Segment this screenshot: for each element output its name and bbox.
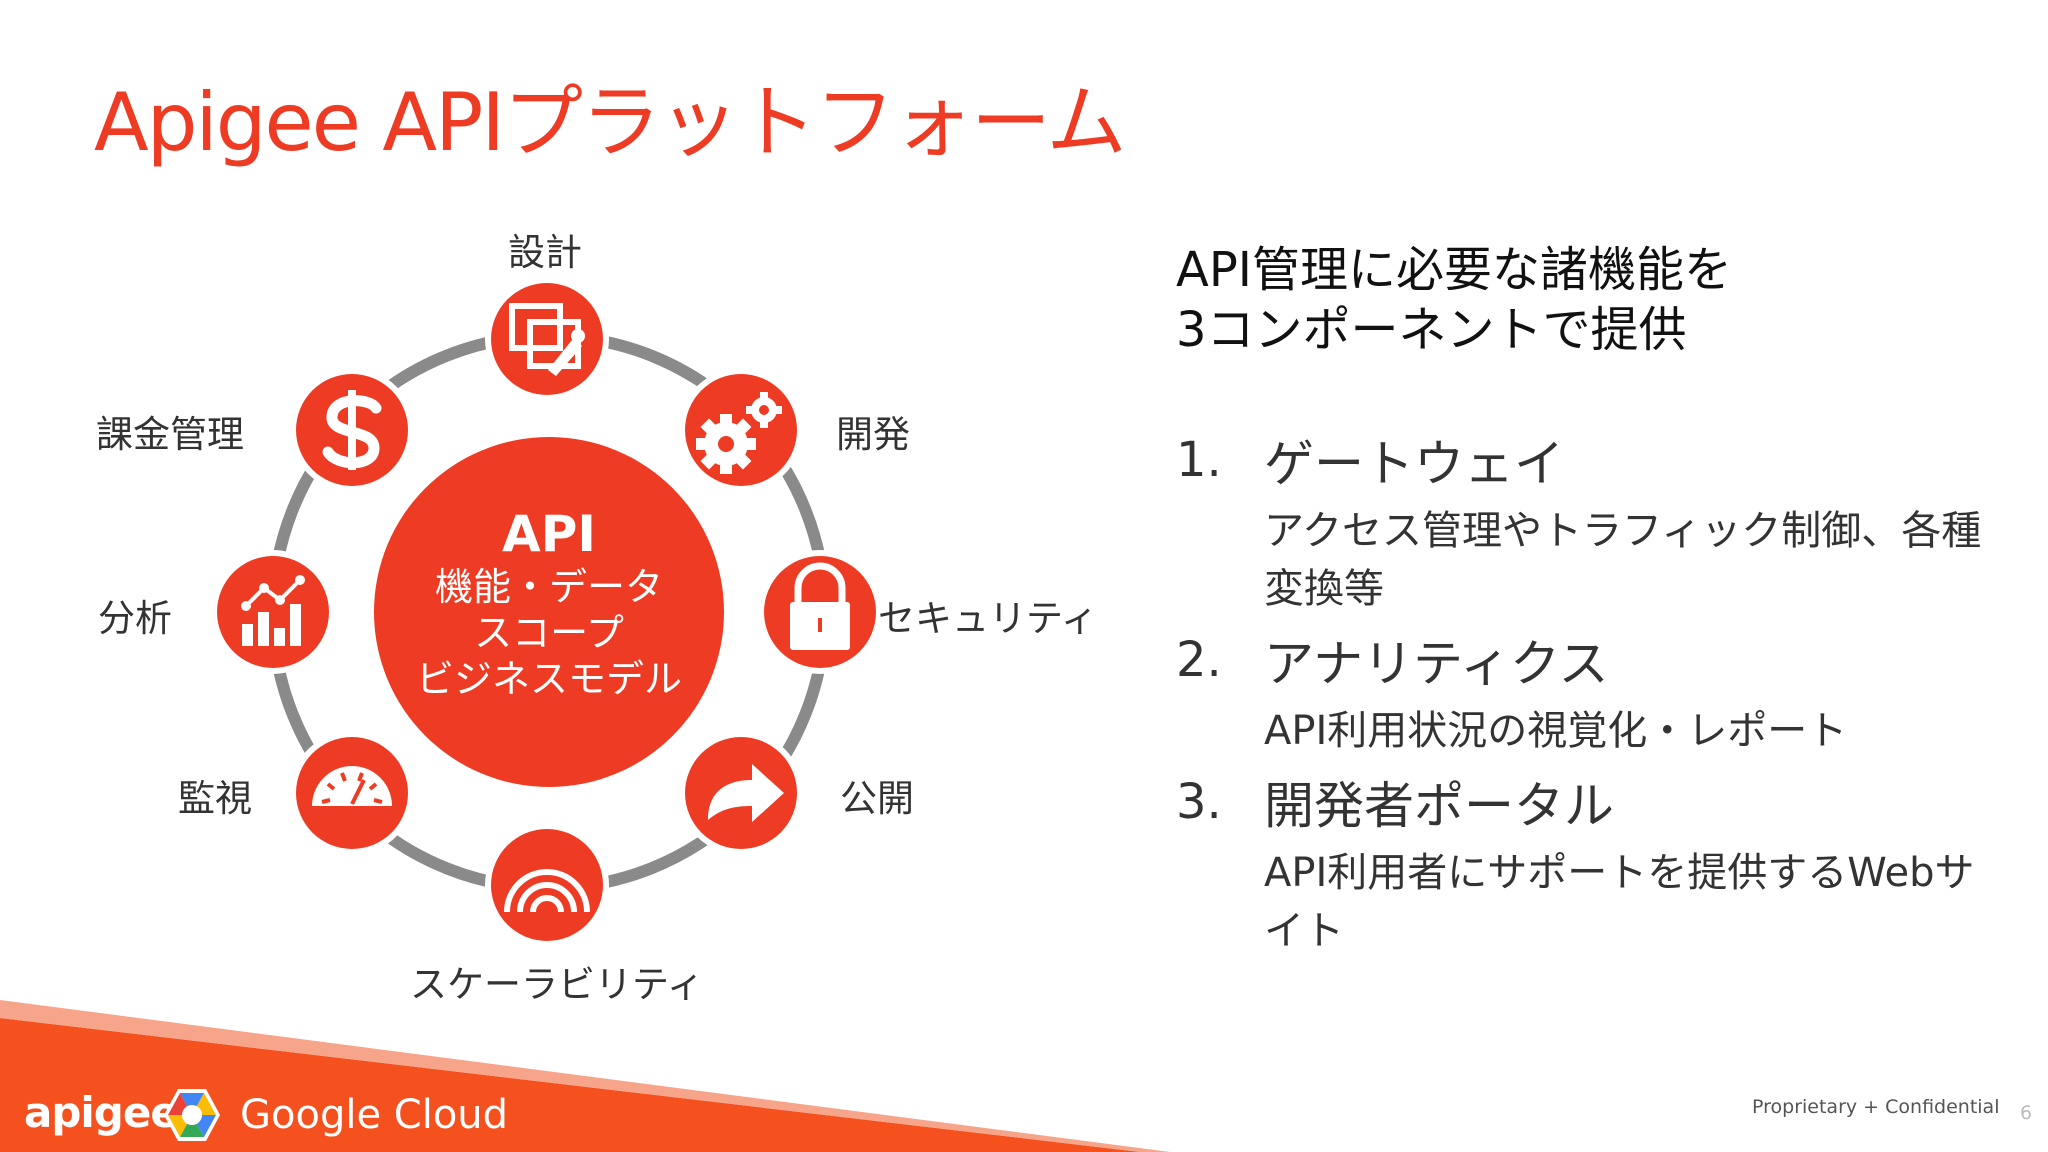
diagram-graphic [211, 277, 882, 947]
list-item-number: 3. [1176, 774, 1222, 830]
page-number: 6 [2020, 1102, 2033, 1124]
gauge-icon [312, 766, 392, 806]
node-design [485, 277, 609, 401]
arrow-right-icon [708, 764, 784, 822]
google-cloud-hexagon-icon [164, 1089, 220, 1141]
headline-line: 3コンポーネントで提供 [1176, 302, 1687, 358]
google-cloud-text: Google Cloud [240, 1092, 509, 1138]
api-center-line: 機能・データ [434, 565, 663, 609]
list-item: 2. アナリティクス API利用状況の視覚化・レポート [1176, 632, 1996, 760]
list-item-title: ゲートウェイ [1264, 435, 1564, 493]
list-item-title: アナリティクス [1264, 635, 1609, 693]
gears-icon [696, 392, 782, 474]
apigee-logo-text: apigee [24, 1088, 179, 1137]
api-center-title: API [502, 505, 596, 563]
footer-band [0, 1000, 1170, 1152]
component-list: 1. ゲートウェイ アクセス管理やトラフィック制御、各種変換等 2. アナリティ… [1176, 432, 1996, 960]
api-center-text: API 機能・データ スコープ ビジネスモデル [374, 504, 724, 702]
list-item-description: アクセス管理やトラフィック制御、各種変換等 [1264, 508, 1982, 612]
node-billing [290, 368, 414, 492]
node-develop [679, 368, 803, 492]
api-center-line: ビジネスモデル [415, 657, 682, 701]
headline-line: API管理に必要な諸機能を [1176, 242, 1732, 298]
list-item-description: API利用状況の視覚化・レポート [1264, 708, 1848, 754]
node-label-develop: 開発 [836, 413, 910, 456]
list-item-description: API利用者にサポートを提供するWebサイト [1264, 850, 1975, 954]
node-label-publish: 公開 [840, 777, 914, 820]
feature-panel: API管理に必要な諸機能を 3コンポーネントで提供 1. ゲートウェイ アクセス… [1176, 240, 1996, 974]
slide-title: Apigee APIプラットフォーム [94, 76, 1127, 169]
analytics-chart-icon [241, 575, 305, 646]
node-security [758, 550, 882, 674]
list-item: 3. 開発者ポータル API利用者にサポートを提供するWebサイト [1176, 774, 1996, 960]
api-center-line: スコープ [474, 611, 624, 655]
design-icon [509, 303, 585, 376]
api-center-circle [374, 437, 724, 787]
api-platform-diagram: API 機能・データ スコープ ビジネスモデル 設計 開発 セキュリティ 公開 … [96, 231, 1098, 1006]
confidential-notice: Proprietary + Confidential [1752, 1096, 2000, 1118]
list-item: 1. ゲートウェイ アクセス管理やトラフィック制御、各種変換等 [1176, 432, 1996, 618]
node-label-monitoring: 監視 [178, 777, 252, 820]
node-label-scalability: スケーラビリティ [410, 963, 704, 1006]
node-monitoring [290, 731, 414, 855]
dollar-icon [322, 390, 382, 470]
list-item-number: 1. [1176, 432, 1222, 488]
lock-icon [790, 562, 850, 650]
list-item-number: 2. [1176, 632, 1222, 688]
node-label-security: セキュリティ [878, 597, 1098, 640]
list-item-title: 開発者ポータル [1264, 777, 1614, 835]
node-scalability [485, 823, 609, 947]
slide-footer [0, 960, 2048, 1152]
node-label-design: 設計 [508, 231, 582, 274]
node-label-analytics: 分析 [98, 597, 172, 640]
node-publish [679, 731, 803, 855]
node-label-billing: 課金管理 [96, 413, 244, 456]
panel-headline: API管理に必要な諸機能を 3コンポーネントで提供 [1176, 240, 1996, 360]
scalability-icon [504, 869, 590, 913]
node-analytics [211, 550, 335, 674]
